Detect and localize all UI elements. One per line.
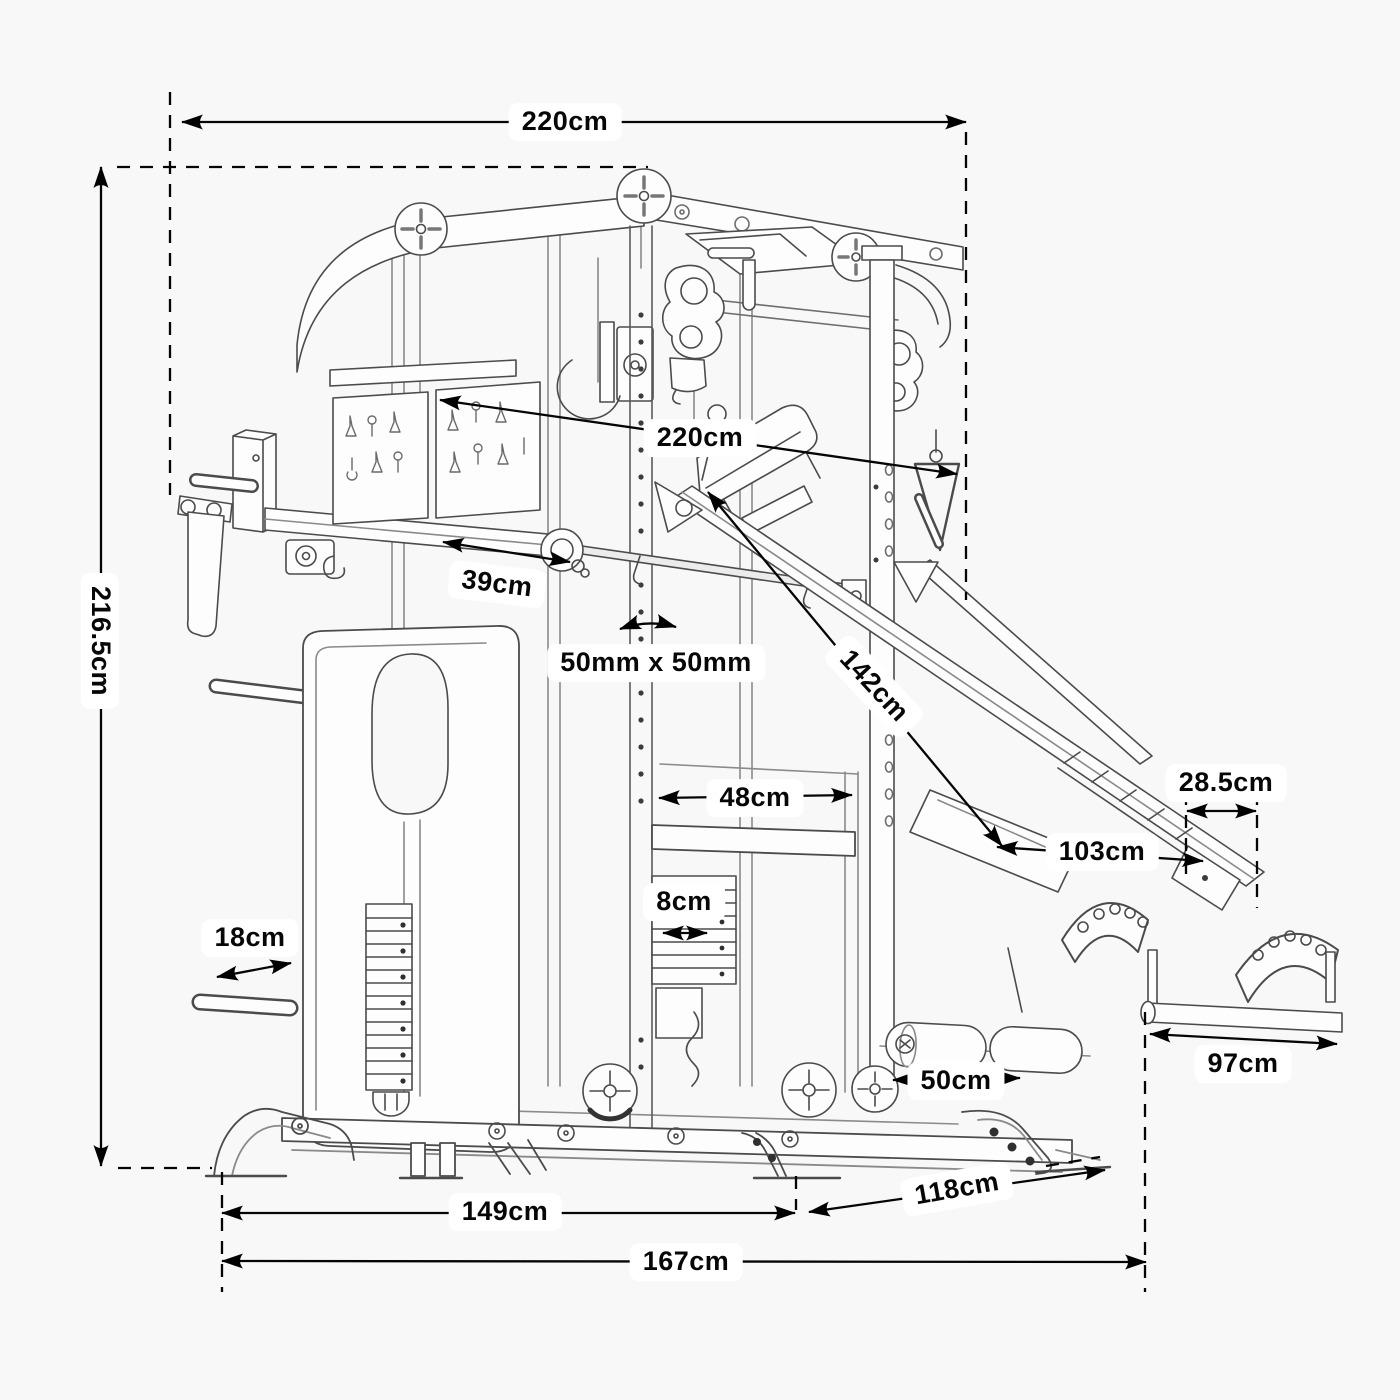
top-beam-left (296, 195, 645, 373)
dim-line-tube (619, 614, 677, 631)
dim-label-tube-profile: 50mm x 50mm (547, 644, 765, 682)
accessory-board-icon (329, 359, 541, 525)
dim-label-foot-bar-length: 97cm (1194, 1045, 1292, 1083)
dim-label-roller-width: 50cm (907, 1062, 1005, 1100)
weight-shield-icon (302, 625, 520, 1153)
dim-line-press-arm (442, 537, 571, 567)
dim-label-inner-width: 48cm (706, 779, 804, 817)
dim-label-overall-height: 216.5cm (81, 572, 119, 710)
foam-roller-icon (879, 1021, 1091, 1075)
decline-adjuster-icon (1061, 902, 1343, 1033)
weight-stack-icon (365, 903, 413, 1117)
dim-label-bench-pad-length: 103cm (1045, 833, 1159, 871)
weight-peg-icon (191, 993, 299, 1017)
dim-label-stack-guard-depth: 8cm (643, 883, 725, 921)
dim-label-overall-depth-diagonal: 220cm (643, 419, 757, 457)
pulley-wheel-icon (582, 1062, 899, 1122)
lat-bar-icon (887, 264, 952, 348)
foot-bar-icon (1147, 1002, 1343, 1033)
bench-icon (654, 404, 1265, 1013)
dim-line-foot-bar (1149, 1027, 1338, 1051)
dim-line-weight-peg (216, 959, 292, 981)
dim-label-footprint-width: 167cm (629, 1243, 743, 1281)
extension-lines (117, 92, 1259, 1292)
dim-label-overall-width-top: 220cm (508, 103, 622, 141)
cable-handle-icon (913, 429, 961, 552)
dim-label-seat-offset: 28.5cm (1165, 764, 1287, 802)
dim-label-base-front-width: 149cm (448, 1193, 562, 1231)
pulley-icon (394, 168, 881, 282)
dim-label-weight-peg-length: 18cm (201, 919, 299, 957)
